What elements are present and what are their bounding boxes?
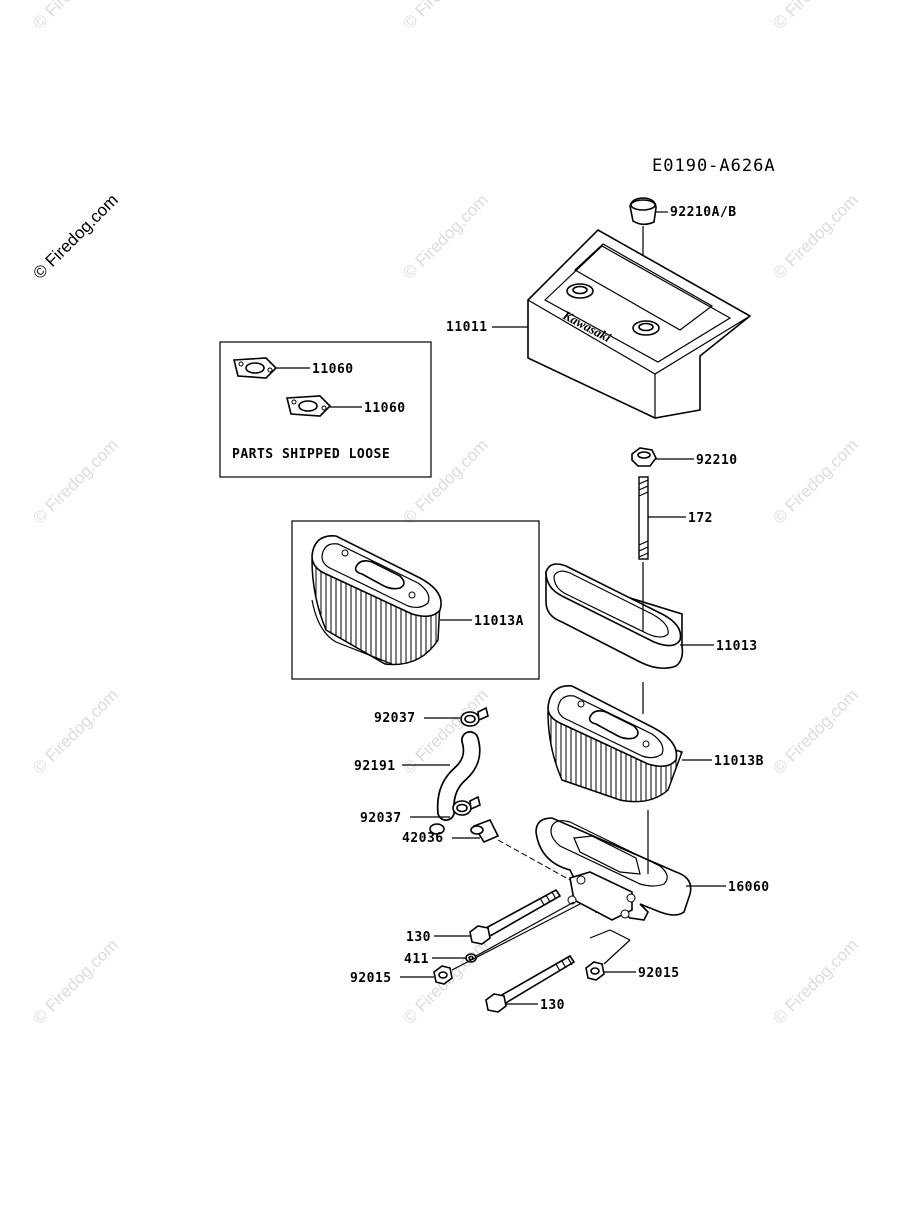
label-42036: 42036 <box>402 831 444 846</box>
leader-line <box>609 929 631 941</box>
label-92015-left: 92015 <box>350 971 392 986</box>
watermark: © Firedog.com <box>29 435 121 527</box>
watermark: © Firedog.com <box>29 0 121 33</box>
watermark: © Firedog.com <box>769 190 861 282</box>
watermark: © Firedog.com <box>399 0 491 33</box>
bolt-130-lower <box>485 954 576 1013</box>
label-92210ab: 92210A/B <box>670 205 737 220</box>
label-130-upper: 130 <box>406 930 431 945</box>
gasket-11060-b <box>285 395 332 417</box>
label-11011: 11011 <box>446 320 488 335</box>
label-11013b: 11013B <box>714 754 764 769</box>
watermark: © Firedog.com <box>29 190 121 282</box>
leader-line <box>589 929 611 939</box>
air-filter-element-11013a <box>311 535 442 666</box>
air-cleaner-base-16060 <box>535 817 692 921</box>
label-92037-lower: 92037 <box>360 811 402 826</box>
watermark-layer: © Firedog.com © Firedog.com © Firedog.co… <box>29 0 861 1028</box>
label-11013: 11013 <box>716 639 758 654</box>
watermark: © Firedog.com <box>769 0 861 33</box>
watermark: © Firedog.com <box>29 685 121 777</box>
leader-line <box>603 939 631 965</box>
air-cleaner-cover-11011: Kawasaki <box>527 229 752 419</box>
label-92015-right: 92015 <box>638 966 680 981</box>
label-11060-b: 11060 <box>364 401 406 416</box>
label-11060-a: 11060 <box>312 362 354 377</box>
breather-hose-92191 <box>429 731 481 835</box>
watermark: © Firedog.com <box>769 935 861 1027</box>
bolt-130-upper <box>469 888 562 945</box>
label-92037-upper: 92037 <box>374 711 416 726</box>
hose-clamp-92037-upper <box>460 706 489 727</box>
breather-fitting-42036 <box>470 818 500 844</box>
parts-shipped-loose-box: 11060 11060 PARTS SHIPPED LOOSE <box>219 341 432 478</box>
nut-92015-right <box>585 961 605 981</box>
label-130-lower: 130 <box>540 998 565 1013</box>
gasket-11060-a <box>232 357 278 379</box>
pre-cleaner-11013 <box>545 563 684 670</box>
watermark: © Firedog.com <box>769 435 861 527</box>
leader-line <box>451 903 581 971</box>
watermark: © Firedog.com <box>769 685 861 777</box>
watermark: © Firedog.com <box>399 435 491 527</box>
label-92210: 92210 <box>696 453 738 468</box>
label-92191: 92191 <box>354 759 396 774</box>
leader-line <box>475 901 575 957</box>
hose-clamp-92037-lower <box>452 795 481 816</box>
label-411: 411 <box>404 952 429 967</box>
air-filter-element-11013b <box>547 685 683 803</box>
leader-line <box>497 839 571 881</box>
wing-nut-92210 <box>631 447 657 467</box>
watermark: © Firedog.com <box>399 190 491 282</box>
label-16060: 16060 <box>728 880 770 895</box>
label-172: 172 <box>688 511 713 526</box>
knob-92210ab <box>629 197 657 226</box>
nut-92015-left <box>433 965 453 985</box>
label-11013a: 11013A <box>474 614 524 629</box>
diagram-code: E0190-A626A <box>652 156 776 176</box>
watermark: © Firedog.com <box>29 935 121 1027</box>
alternate-element-box <box>291 520 540 680</box>
loose-box-caption: PARTS SHIPPED LOOSE <box>232 447 390 462</box>
stud-bolt-172 <box>638 476 649 560</box>
